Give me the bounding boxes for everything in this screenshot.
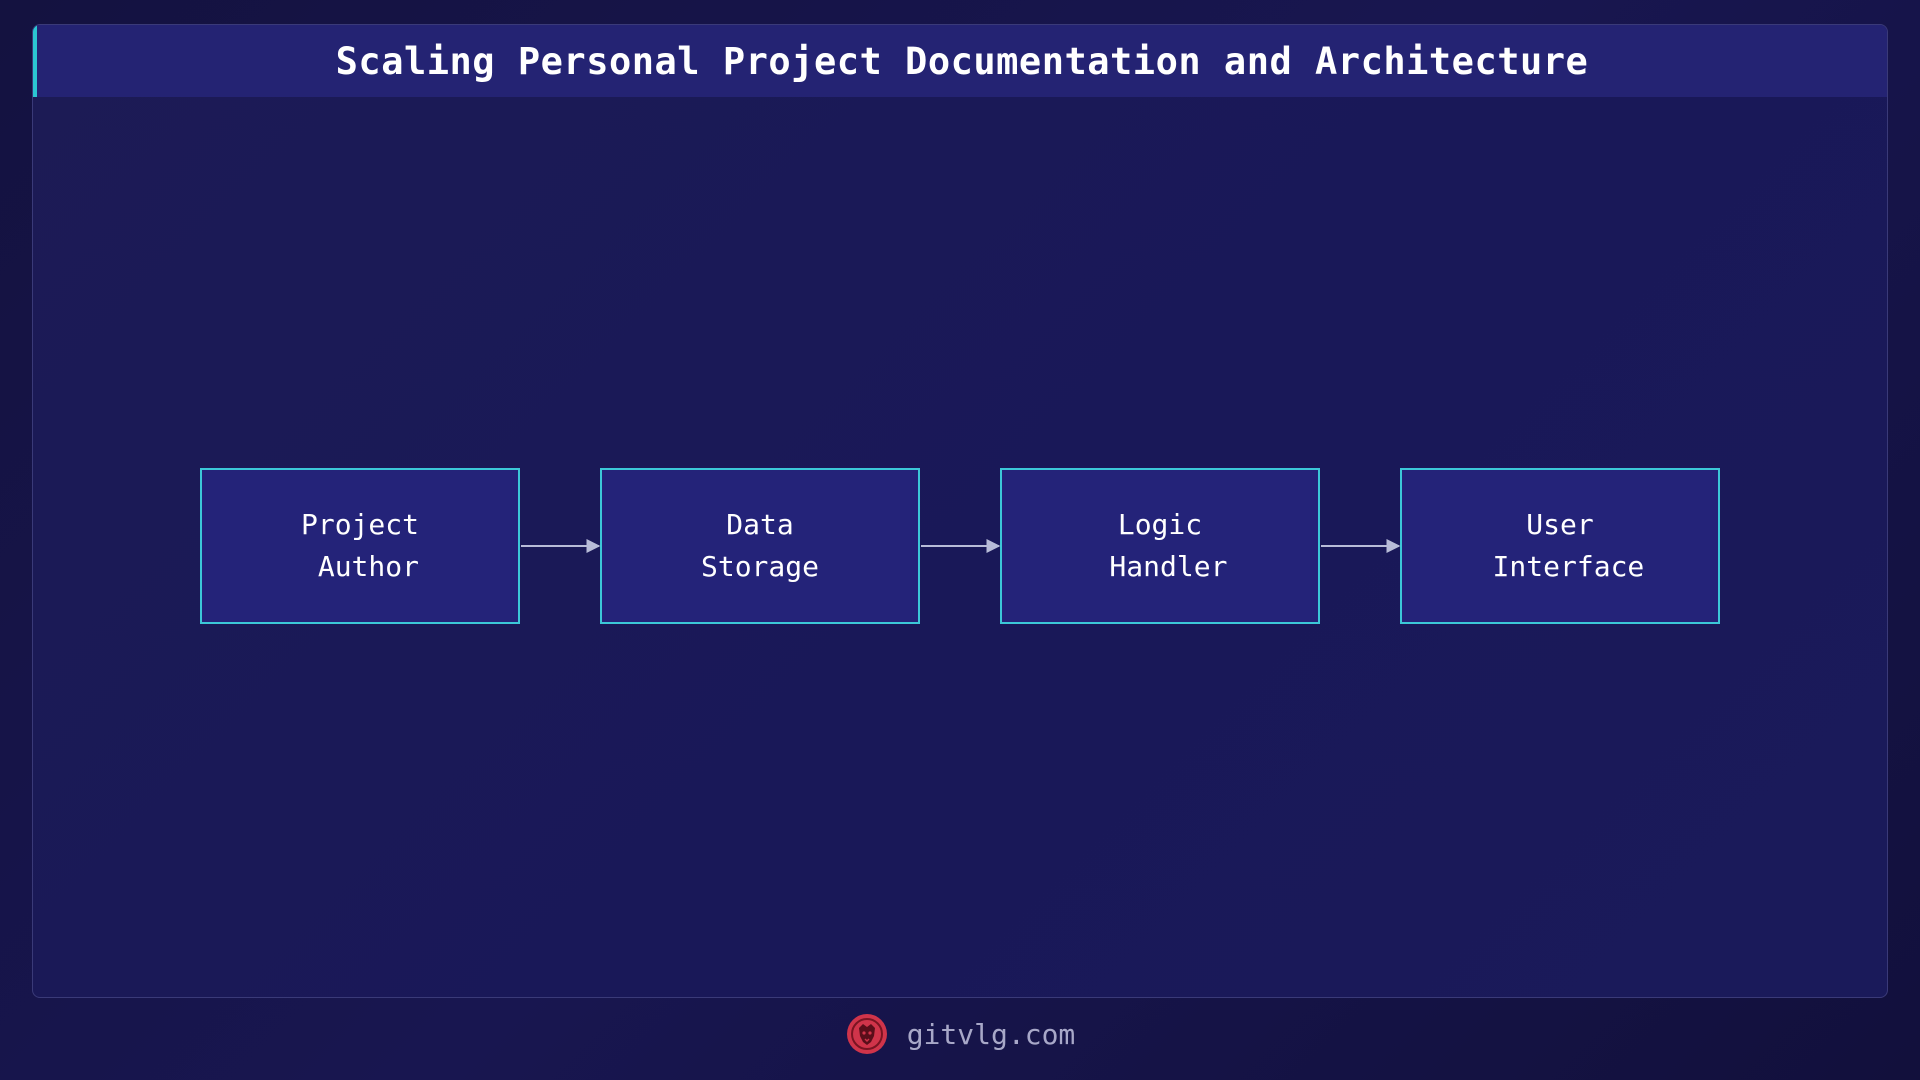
lion-icon	[846, 1014, 887, 1054]
node-label-line: Handler	[1092, 550, 1228, 583]
node-label-line: Logic	[1117, 508, 1203, 541]
node-user-interface: User Interface	[1400, 468, 1720, 624]
node-data-storage: Data Storage	[600, 468, 920, 624]
node-logic-handler: Logic Handler	[1000, 468, 1320, 624]
diagram-title: Scaling Personal Project Documentation a…	[335, 39, 1589, 83]
node-label-line: Storage	[700, 550, 819, 583]
title-bar: Scaling Personal Project Documentation a…	[33, 25, 1887, 97]
site-name[interactable]: gitvlg.com	[906, 1017, 1076, 1051]
node-label-line: Author	[300, 550, 419, 583]
node-label-line: User	[1526, 508, 1594, 541]
node-label-line: Project	[300, 508, 419, 541]
node-project-author: Project Author	[200, 468, 520, 624]
footer: gitvlg.com	[0, 1012, 1920, 1056]
node-label-line: Interface	[1475, 550, 1645, 583]
node-label-line: Data	[726, 508, 794, 541]
